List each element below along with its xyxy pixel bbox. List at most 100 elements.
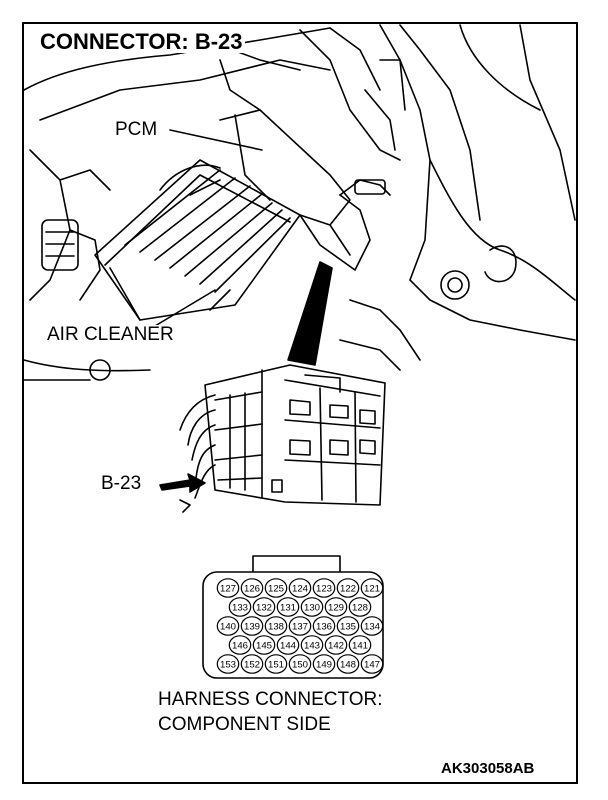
connector-pin: 123 bbox=[312, 578, 336, 598]
connector-pin-number: 149 bbox=[316, 660, 332, 671]
connector-pin: 136 bbox=[312, 616, 336, 636]
connector-pin-outline bbox=[240, 578, 264, 598]
connector-pin-number: 125 bbox=[268, 584, 284, 595]
connector-pin-number: 141 bbox=[352, 641, 368, 652]
connector-pin-number: 148 bbox=[340, 660, 356, 671]
connector-pin-number: 123 bbox=[316, 584, 332, 595]
connector-pin-outline bbox=[216, 654, 240, 674]
connector-pin: 122 bbox=[336, 578, 360, 598]
connector-pin-number: 130 bbox=[304, 603, 320, 614]
pcm-label: PCM bbox=[113, 119, 160, 140]
connector-pin-outline bbox=[276, 597, 300, 617]
connector-pin-outline bbox=[300, 635, 324, 655]
connector-pin: 141 bbox=[348, 635, 372, 655]
connector-pin-number: 129 bbox=[328, 603, 344, 614]
intake-duct bbox=[219, 109, 391, 271]
connector-pin: 150 bbox=[288, 654, 312, 674]
connector-pin-outline bbox=[336, 654, 360, 674]
connector-pin: 142 bbox=[324, 635, 348, 655]
air-cleaner-box bbox=[94, 159, 301, 321]
connector-pin-number: 152 bbox=[244, 660, 260, 671]
connector-pin: 147 bbox=[360, 654, 384, 674]
connector-pin-number: 140 bbox=[220, 622, 236, 633]
connector-pin-outline bbox=[240, 616, 264, 636]
connector-pin-outline bbox=[240, 654, 264, 674]
connector-pin-outline bbox=[228, 597, 252, 617]
connector-pin-number: 151 bbox=[268, 660, 284, 671]
figure-code: AK303058AB bbox=[439, 760, 537, 777]
connector-pin-outline bbox=[348, 635, 372, 655]
connector-pin-number: 143 bbox=[304, 641, 320, 652]
connector-pin-number: 132 bbox=[256, 603, 272, 614]
connector-pin-outline bbox=[312, 616, 336, 636]
connector-pin: 131 bbox=[276, 597, 300, 617]
connector-pin-outline bbox=[228, 635, 252, 655]
connector-pin-number: 142 bbox=[328, 641, 344, 652]
connector-pin-outline bbox=[288, 616, 312, 636]
connector-pin-outline bbox=[324, 597, 348, 617]
connector-pin-number: 150 bbox=[292, 660, 308, 671]
connector-pin-outline bbox=[336, 578, 360, 598]
connector-pin-number: 146 bbox=[232, 641, 248, 652]
connector-pin-outline bbox=[288, 654, 312, 674]
connector-pin-outline bbox=[264, 578, 288, 598]
connector-pin-number: 134 bbox=[364, 622, 380, 633]
connector-pin: 145 bbox=[252, 635, 276, 655]
connector-pin: 146 bbox=[228, 635, 252, 655]
connector-pin-outline bbox=[360, 654, 384, 674]
connector-pin: 151 bbox=[264, 654, 288, 674]
connector-pin-outline bbox=[216, 616, 240, 636]
connector-pin: 144 bbox=[276, 635, 300, 655]
connector-pin: 149 bbox=[312, 654, 336, 674]
connector-pin-outline bbox=[264, 654, 288, 674]
connector-pin-outline bbox=[336, 616, 360, 636]
harness-connector-caption-line2: COMPONENT SIDE bbox=[158, 714, 331, 735]
connector-pin-outline bbox=[276, 635, 300, 655]
connector-pin: 138 bbox=[264, 616, 288, 636]
connector-pin-outline bbox=[324, 635, 348, 655]
connector-pin: 133 bbox=[228, 597, 252, 617]
connector-pin: 140 bbox=[216, 616, 240, 636]
connector-id-label: B-23 bbox=[101, 473, 142, 494]
air-cleaner-label: AIR CLEANER bbox=[45, 324, 176, 345]
connector-pin-outline bbox=[264, 616, 288, 636]
connector-pin-outline bbox=[216, 578, 240, 598]
connector-pin: 137 bbox=[288, 616, 312, 636]
connector-pin-number: 137 bbox=[292, 622, 308, 633]
connector-pin: 121 bbox=[360, 578, 384, 598]
connector-pin-number: 153 bbox=[220, 660, 236, 671]
connector-pin-number: 139 bbox=[244, 622, 260, 633]
connector-pin: 139 bbox=[240, 616, 264, 636]
zoom-pointer bbox=[287, 261, 333, 366]
connector-pin-number: 122 bbox=[340, 584, 356, 595]
pcm-leader-line bbox=[169, 129, 263, 151]
connector-pin: 129 bbox=[324, 597, 348, 617]
connector-pin-number: 126 bbox=[244, 584, 260, 595]
connector-pin-number: 138 bbox=[268, 622, 284, 633]
connector-pin: 132 bbox=[252, 597, 276, 617]
connector-pin: 143 bbox=[300, 635, 324, 655]
connector-pin-number: 127 bbox=[220, 584, 236, 595]
figure-frame bbox=[22, 22, 578, 784]
connector-pin-number: 147 bbox=[364, 660, 380, 671]
connector-pin-outline bbox=[288, 578, 312, 598]
connector-pin-outline bbox=[252, 597, 276, 617]
connector-pin-number: 124 bbox=[292, 584, 308, 595]
connector-pin: 126 bbox=[240, 578, 264, 598]
connector-pin-number: 133 bbox=[232, 603, 248, 614]
connector-pin: 152 bbox=[240, 654, 264, 674]
connector-pin: 124 bbox=[288, 578, 312, 598]
connector-pin-outline bbox=[360, 578, 384, 598]
connector-pin: 134 bbox=[360, 616, 384, 636]
connector-pin-outline bbox=[360, 616, 384, 636]
connector-pin-number: 144 bbox=[280, 641, 296, 652]
harness-connector-caption-line1: HARNESS CONNECTOR: bbox=[158, 689, 383, 710]
connector-arrow bbox=[159, 473, 206, 493]
figure-title: CONNECTOR: B-23 bbox=[38, 29, 245, 54]
connector-pin-number: 145 bbox=[256, 641, 272, 652]
connector-pin-outline bbox=[312, 654, 336, 674]
